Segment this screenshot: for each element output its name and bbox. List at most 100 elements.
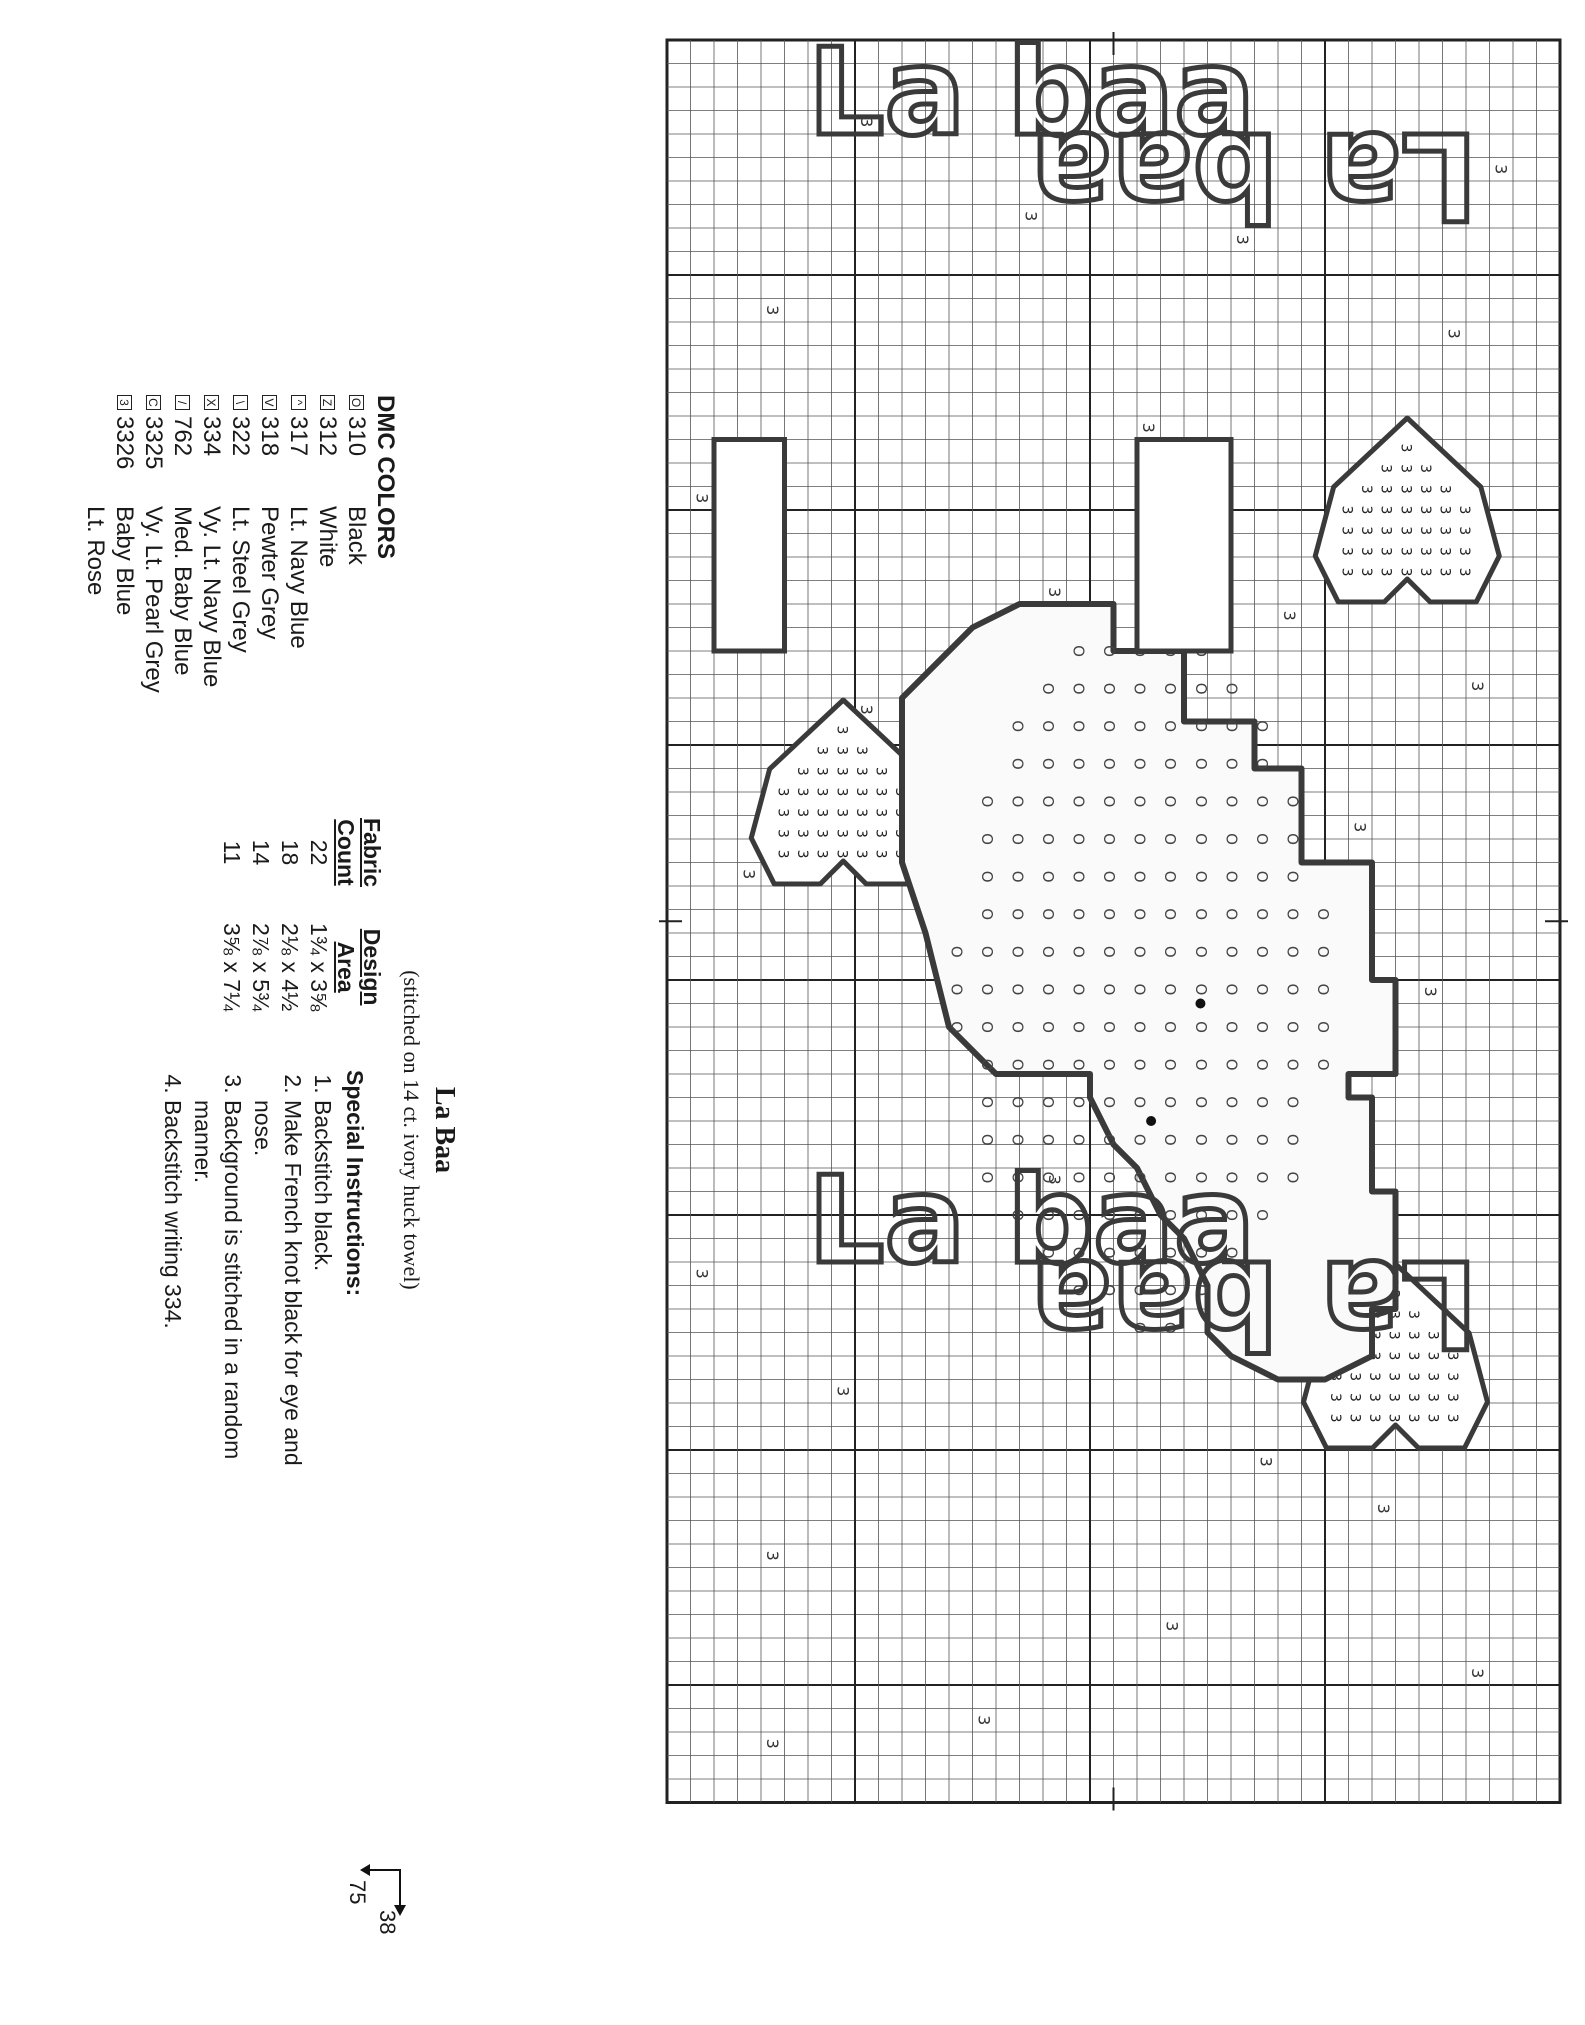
dmc-color-name: Med. Baby Blue bbox=[169, 506, 196, 676]
fabric-count-cell: 18 bbox=[277, 839, 303, 866]
dmc-color-name: Lt. Navy Blue bbox=[285, 506, 312, 649]
wool-stitch-symbol: O bbox=[1222, 1171, 1240, 1183]
la-baa-word: La baa bbox=[808, 1152, 1255, 1291]
wool-stitch-symbol: O bbox=[1100, 983, 1118, 995]
dmc-color-name: Vy. Lt. Pearl Grey bbox=[140, 506, 167, 693]
wool-stitch-symbol: O bbox=[1100, 758, 1118, 770]
wool-stitch-symbol: O bbox=[1192, 720, 1210, 732]
wool-stitch-symbol: O bbox=[1070, 908, 1088, 920]
wool-stitch-symbol: O bbox=[1314, 1059, 1332, 1071]
heart-fill-symbol: 3 bbox=[1346, 1414, 1362, 1423]
wool-stitch-symbol: O bbox=[978, 908, 996, 920]
wool-stitch-symbol: O bbox=[1039, 871, 1057, 883]
wool-stitch-symbol: O bbox=[1039, 1171, 1057, 1183]
wool-stitch-symbol: O bbox=[1253, 1134, 1271, 1146]
background-symbol: 3 bbox=[1374, 1504, 1393, 1514]
background-symbol: 3 bbox=[739, 869, 758, 879]
center-arrows bbox=[659, 32, 1568, 1811]
heart-fill-symbol: 3 bbox=[1366, 1414, 1382, 1423]
heart-fill-symbol: 3 bbox=[1386, 1352, 1402, 1361]
lamb-leg bbox=[711, 437, 787, 654]
dmc-number: 334 bbox=[198, 416, 225, 457]
wool-stitch-symbol: O bbox=[1131, 1171, 1149, 1183]
wool-stitch-symbol: O bbox=[1100, 908, 1118, 920]
heart-fill-symbol: 3 bbox=[1417, 506, 1433, 515]
fabric-count-cell: 14 bbox=[248, 839, 274, 866]
heart-fill-symbol: 3 bbox=[1425, 1414, 1441, 1423]
wool-stitch-symbol: O bbox=[1008, 1171, 1026, 1183]
wool-stitch-symbol: O bbox=[1070, 683, 1088, 695]
wool-stitch-symbol: O bbox=[1039, 1021, 1057, 1033]
lamb-body-outline bbox=[899, 601, 1399, 1383]
lamb-eye-icon bbox=[1195, 998, 1206, 1009]
background-symbol: 3 bbox=[1045, 587, 1064, 597]
wool-stitch-symbol: O bbox=[1161, 720, 1179, 732]
dmc-number: 322 bbox=[227, 416, 254, 457]
wool-stitch-symbol: O bbox=[1100, 795, 1118, 807]
heart-fill-symbol: 3 bbox=[1425, 1393, 1441, 1402]
heart-fill-symbol: 3 bbox=[1444, 1372, 1460, 1381]
heart-fill-symbol: 3 bbox=[1397, 547, 1413, 556]
stitch-symbol-icon: V bbox=[262, 395, 277, 410]
wool-stitch-symbol: O bbox=[1192, 1021, 1210, 1033]
wool-stitch-symbol: O bbox=[1008, 1134, 1026, 1146]
heart-fill-symbol: 3 bbox=[833, 746, 849, 755]
heart-fill-symbol: 3 bbox=[853, 850, 869, 859]
wool-stitch-symbol: O bbox=[1131, 1209, 1149, 1221]
wool-stitch-symbol: O bbox=[1283, 983, 1301, 995]
heart-fill-symbol: 3 bbox=[1436, 485, 1452, 494]
heart-fill-symbol: 3 bbox=[853, 788, 869, 797]
wool-stitch-symbol: O bbox=[1039, 758, 1057, 770]
wool-stitch-symbol: O bbox=[1161, 983, 1179, 995]
heart-fill-symbol: 3 bbox=[833, 725, 849, 734]
wool-stitch-symbol: O bbox=[1192, 908, 1210, 920]
background-symbol: 3 bbox=[1233, 235, 1252, 245]
heart-fill-symbol: 3 bbox=[1397, 506, 1413, 515]
wool-stitch-symbol: O bbox=[1100, 1171, 1118, 1183]
heart-fill-symbol: 3 bbox=[1436, 526, 1452, 535]
heart-fill-symbol: 3 bbox=[1397, 464, 1413, 473]
heart-fill-symbol: 3 bbox=[1358, 547, 1374, 556]
wool-stitch-symbol: O bbox=[1008, 983, 1026, 995]
heart-fill-symbol: 3 bbox=[814, 829, 830, 838]
lamb-motif: OOOOOOOOOOOOOOOOOOOOOOOOOOOOOOOOOOOOOOOO… bbox=[711, 437, 1399, 1383]
background-symbol: 3 bbox=[833, 1386, 852, 1396]
wool-stitch-symbol: O bbox=[1008, 946, 1026, 958]
wool-stitch-symbol: O bbox=[1222, 871, 1240, 883]
wool-stitch-symbol: O bbox=[1008, 908, 1026, 920]
instructions-list: Backstitch black.Make French knot black … bbox=[158, 1070, 338, 1510]
wool-stitch-symbol: O bbox=[1070, 871, 1088, 883]
wool-stitch-symbol: O bbox=[1253, 871, 1271, 883]
background-symbol: 3 bbox=[763, 1551, 782, 1561]
dmc-color-name: Lt. Steel Grey bbox=[227, 506, 254, 653]
background-symbol: 3 bbox=[1468, 681, 1487, 691]
heart-fill-symbol: 3 bbox=[1378, 526, 1394, 535]
wool-stitch-symbol: O bbox=[1161, 1284, 1179, 1296]
heart-fill-symbol: 3 bbox=[1444, 1352, 1460, 1361]
wool-stitch-symbol: O bbox=[1192, 1247, 1210, 1259]
stitch-symbol-icon: / bbox=[175, 395, 190, 410]
wool-stitch-symbol: O bbox=[1283, 833, 1301, 845]
heart-fill-symbol: 3 bbox=[775, 829, 791, 838]
heart-fill-symbol: 3 bbox=[1425, 1331, 1441, 1340]
wool-stitch-symbol: O bbox=[1283, 871, 1301, 883]
wool-stitch-symbol: O bbox=[978, 1021, 996, 1033]
wool-stitch-symbol: O bbox=[1039, 1059, 1057, 1071]
wool-stitch-symbol: O bbox=[1039, 908, 1057, 920]
heart-fill-symbol: 3 bbox=[1358, 568, 1374, 577]
wool-stitch-symbol: O bbox=[1100, 720, 1118, 732]
heart-fill-symbol: 3 bbox=[775, 850, 791, 859]
wool-stitch-symbol: O bbox=[1222, 758, 1240, 770]
heart-fill-symbol: 3 bbox=[794, 788, 810, 797]
wool-stitch-symbol: O bbox=[1039, 833, 1057, 845]
wool-stitch-symbol: O bbox=[978, 946, 996, 958]
wool-stitch-symbol: O bbox=[1070, 983, 1088, 995]
dmc-number: 310 bbox=[343, 416, 370, 457]
heart-fill-symbol: 3 bbox=[775, 808, 791, 817]
